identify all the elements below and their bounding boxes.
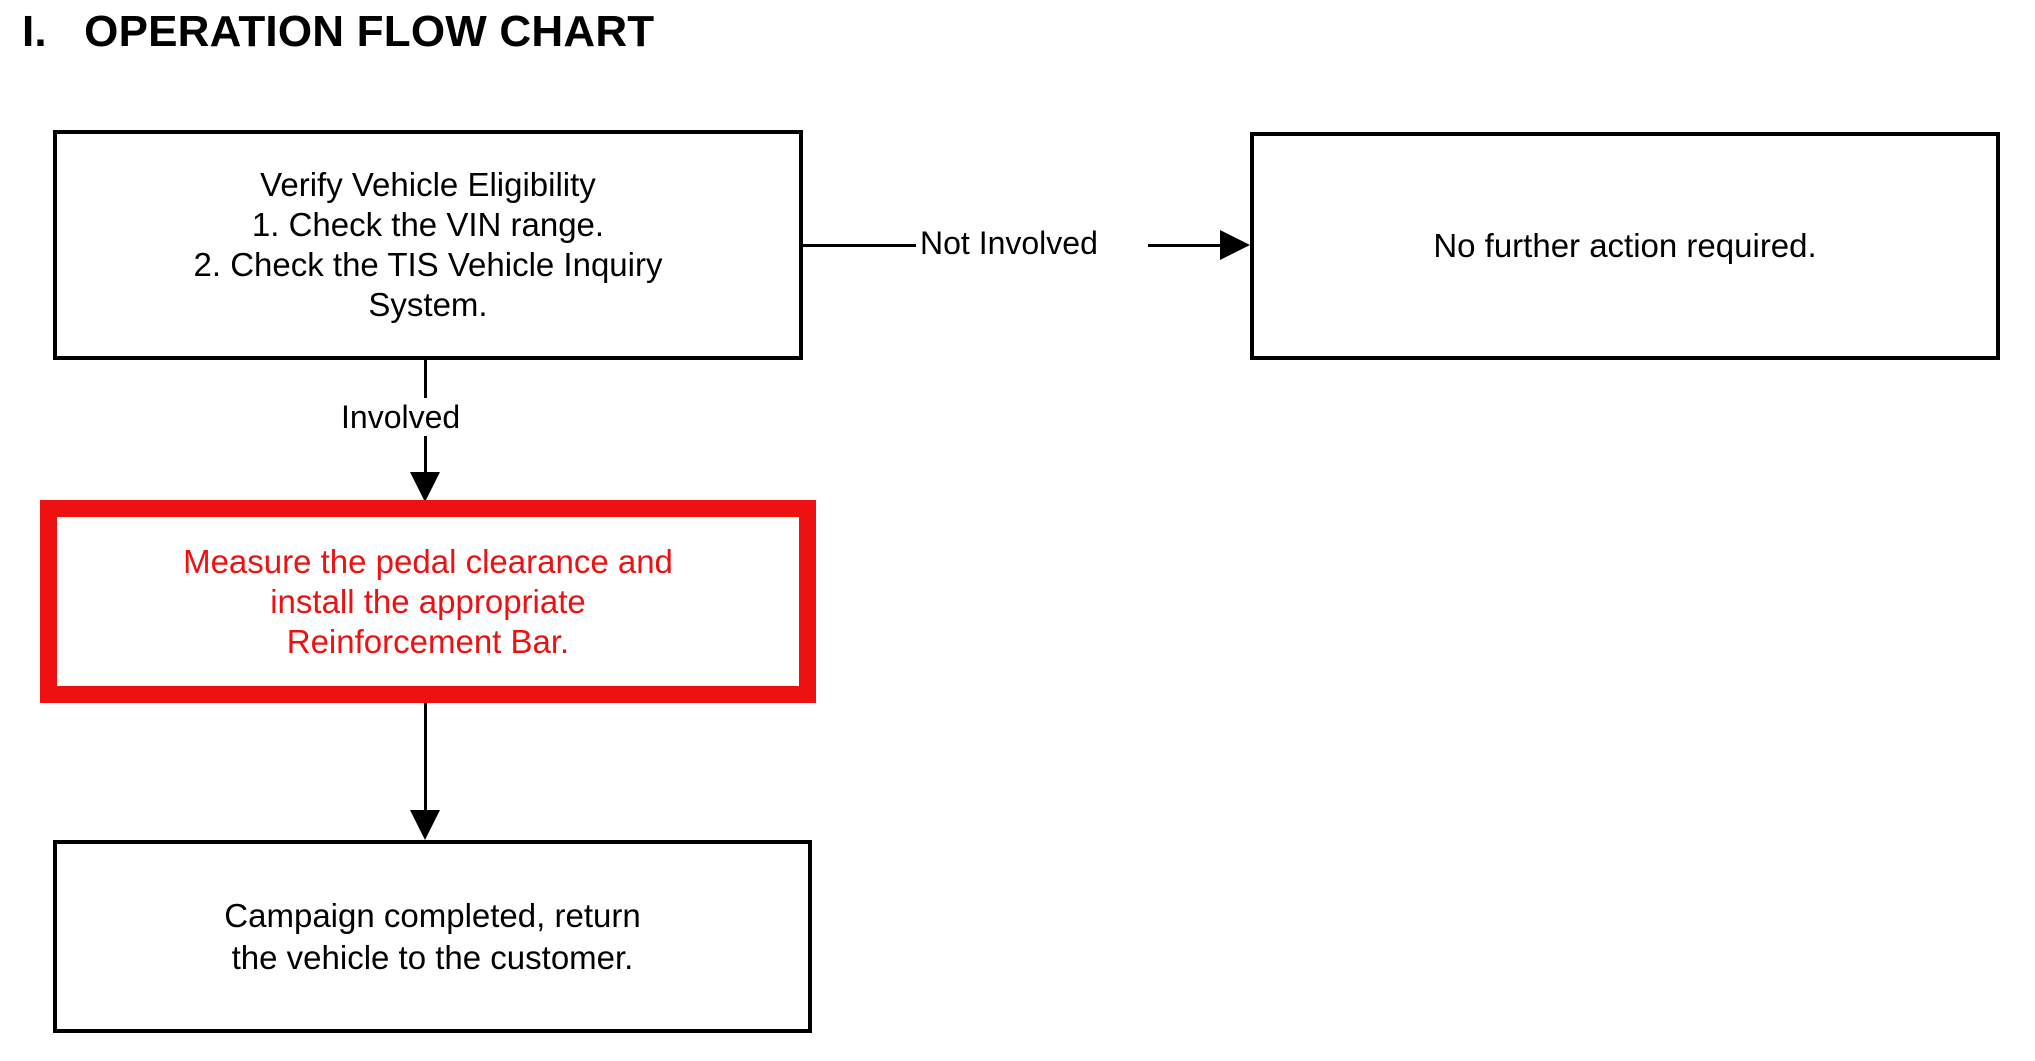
arrow-down-icon bbox=[410, 810, 440, 840]
page-title: I. OPERATION FLOW CHART bbox=[22, 4, 654, 60]
edge-not-involved-line-left bbox=[803, 244, 923, 247]
node-no-further-action-label: No further action required. bbox=[1433, 227, 1817, 264]
arrow-down-icon bbox=[410, 472, 440, 502]
edge-label-not-involved: Not Involved bbox=[916, 224, 1102, 262]
node-no-further-action: No further action required. bbox=[1250, 132, 2000, 360]
page-title-numeral: I. bbox=[22, 7, 47, 56]
node-campaign-completed: Campaign completed, return the vehicle t… bbox=[53, 840, 812, 1033]
node-measure-pedal-clearance: Measure the pedal clearance and install … bbox=[40, 500, 816, 703]
edge-label-involved: Involved bbox=[337, 398, 465, 436]
page-title-text: OPERATION FLOW CHART bbox=[84, 7, 655, 56]
node-measure-pedal-clearance-label: Measure the pedal clearance and install … bbox=[183, 542, 673, 660]
edge-not-involved-line-right bbox=[1148, 244, 1223, 247]
node-campaign-completed-label: Campaign completed, return the vehicle t… bbox=[224, 896, 641, 976]
arrow-right-icon bbox=[1220, 230, 1250, 260]
node-verify-vehicle-eligibility: Verify Vehicle Eligibility 1. Check the … bbox=[53, 130, 803, 360]
edge-campaign-completed-line bbox=[424, 703, 427, 815]
node-verify-vehicle-eligibility-label: Verify Vehicle Eligibility 1. Check the … bbox=[193, 166, 663, 323]
